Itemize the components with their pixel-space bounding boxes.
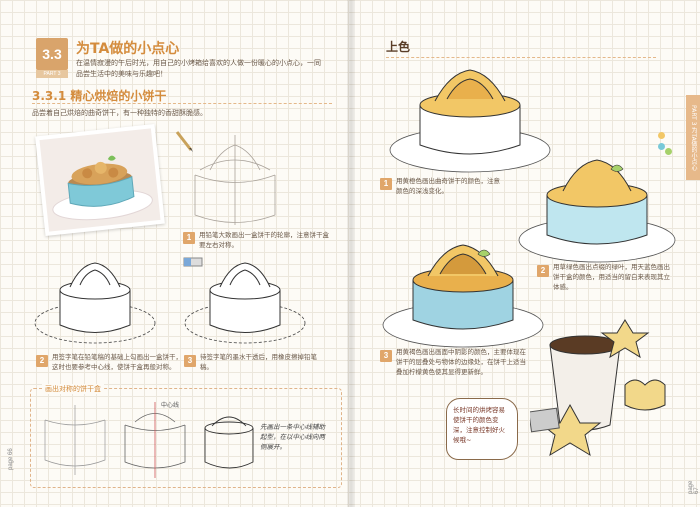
subsection-divider bbox=[32, 103, 332, 104]
section-number-badge: 3.3 bbox=[36, 38, 68, 70]
section-part-label: PART 3 bbox=[36, 70, 68, 78]
chapter-side-tab: PART 3 为TA做的小点心 bbox=[686, 95, 700, 180]
step1-pencil-sketch bbox=[194, 135, 276, 225]
eraser-icon bbox=[183, 257, 203, 267]
section-intro: 在温情寂漫的午后时光，用自己的小烤箱给喜欢的人做一份暖心的小点心，一同品尝生活中… bbox=[76, 59, 321, 78]
tip-speech-bubble: 长时间的烘烤容易使饼干的颜色变深，注意控制好火候哦~ bbox=[446, 398, 518, 460]
coloring-title: 上色 bbox=[386, 40, 411, 54]
coloring-divider bbox=[386, 57, 656, 58]
color-step2-illustration bbox=[518, 159, 676, 263]
book-gutter bbox=[347, 0, 355, 507]
color-swatch-blue bbox=[658, 143, 665, 150]
color-step2-text: 用草绿色画出点缀的绿叶，用天蓝色画出饼干盒的颜色，用适当的留白来表现其立体感。 bbox=[553, 263, 670, 291]
step1-number: 1 bbox=[183, 232, 195, 244]
symmetry-sketches bbox=[44, 402, 254, 478]
step2-ink-sketch bbox=[34, 262, 156, 344]
section-title: 为TA做的小点心 bbox=[76, 41, 180, 57]
step1-text: 用铅笔大致画出一盒饼干的轮廓，注意饼干盒要左右对称。 bbox=[199, 231, 329, 249]
color-step1-illustration bbox=[389, 69, 551, 173]
subsection-number: 3.3.1 bbox=[32, 89, 67, 103]
color-step1-number: 1 bbox=[380, 178, 392, 190]
color-step3-illustration bbox=[382, 244, 544, 348]
subsection-title: 3.3.1 精心烘焙的小饼干 bbox=[32, 87, 166, 104]
cookie-photo-image bbox=[39, 128, 161, 232]
pencil-icon bbox=[175, 131, 193, 152]
color-step3-number: 3 bbox=[380, 350, 392, 362]
color-swatch-yellow bbox=[658, 132, 665, 139]
page-number-left: page 66 bbox=[8, 448, 14, 470]
cookie-photo bbox=[35, 124, 165, 236]
step2-text: 用签字笔在铅笔稿的基础上勾画出一盒饼干，这时也要参考中心线，使饼干盒再般对称。 bbox=[52, 353, 182, 371]
color-step3-text: 用黄褐色画出画面中阴影的颜色，主要体现在饼干的层叠处与物体的边缘处，在饼干上适当… bbox=[396, 348, 526, 376]
cup-and-cookies-illustration bbox=[530, 319, 666, 457]
symmetry-note: 先画出一条中心线辅助起型，在以中心线向两侧展开。 bbox=[260, 423, 325, 451]
symmetry-tip-box bbox=[30, 388, 342, 488]
page-number-right: page 67 bbox=[688, 480, 700, 494]
step3-text: 待签字笔的墨水干透后，用橡皮擦掉铅笔稿。 bbox=[200, 353, 317, 371]
tip-speech-text: 长时间的烘烤容易使饼干的颜色变深，注意控制好火候哦~ bbox=[453, 406, 505, 444]
step3-number: 3 bbox=[184, 355, 196, 367]
subsection-title-text: 精心烘焙的小饼干 bbox=[70, 89, 167, 103]
color-step2-number: 2 bbox=[537, 265, 549, 277]
color-step1-text: 用黄橙色画出曲奇饼干的颜色，注意颜色的深浅变化。 bbox=[396, 177, 500, 195]
step2-number: 2 bbox=[36, 355, 48, 367]
color-swatch-green bbox=[665, 148, 672, 155]
center-line-label: 中心线 bbox=[161, 402, 180, 409]
symmetry-tip-title: 画出对称的饼干盒 bbox=[42, 384, 104, 394]
subsection-desc: 品尝着自己烘焙的曲奇饼干，有一种独特的香甜酥脆感。 bbox=[32, 109, 207, 117]
step3-clean-sketch bbox=[184, 262, 306, 344]
